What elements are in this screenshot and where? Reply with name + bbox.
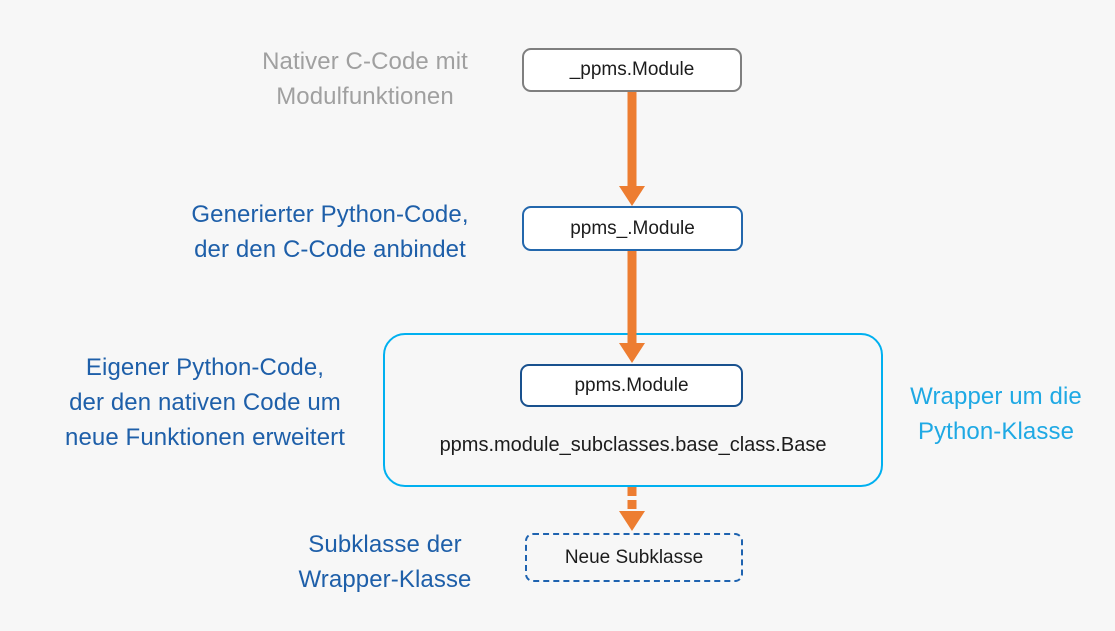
label-native-c-code: Nativer C-Code mit Modulfunktionen: [262, 48, 468, 110]
arrow-dash: [627, 487, 637, 496]
base-class-path-text: ppms.module_subclasses.base_class.Base: [439, 434, 827, 456]
arrow-shaft: [627, 92, 637, 186]
arrow-head-icon: [619, 186, 645, 206]
arrow-generated-to-wrapper-icon: [619, 251, 645, 363]
node-native-module: _ppms.Module: [522, 48, 742, 92]
node-wrapper-module: ppms.Module: [520, 364, 743, 407]
label-generated-python-code: Generierter Python-Code, der den C-Code …: [191, 201, 469, 263]
node-generated-module-label: ppms_.Module: [570, 217, 695, 239]
arrow-dash: [627, 500, 637, 509]
arrow-head-icon: [619, 343, 645, 363]
arrow-shaft: [627, 251, 637, 343]
node-native-module-label: _ppms.Module: [569, 59, 695, 80]
node-new-subclass-label: Neue Subklasse: [564, 546, 704, 568]
node-new-subclass: Neue Subklasse: [525, 533, 743, 582]
arrow-wrapper-to-subclass-icon: [619, 487, 645, 531]
label-subclass-of-wrapper: Subklasse der Wrapper-Klasse: [298, 531, 472, 593]
arrow-native-to-generated-icon: [619, 92, 645, 206]
label-wrapper-annotation: Wrapper um die Python-Klasse: [910, 383, 1082, 445]
node-wrapper-module-label: ppms.Module: [574, 374, 689, 396]
arrow-head-icon: [619, 511, 645, 531]
label-own-python-code: Eigener Python-Code, der den nativen Cod…: [65, 354, 345, 451]
node-generated-module: ppms_.Module: [522, 206, 743, 251]
